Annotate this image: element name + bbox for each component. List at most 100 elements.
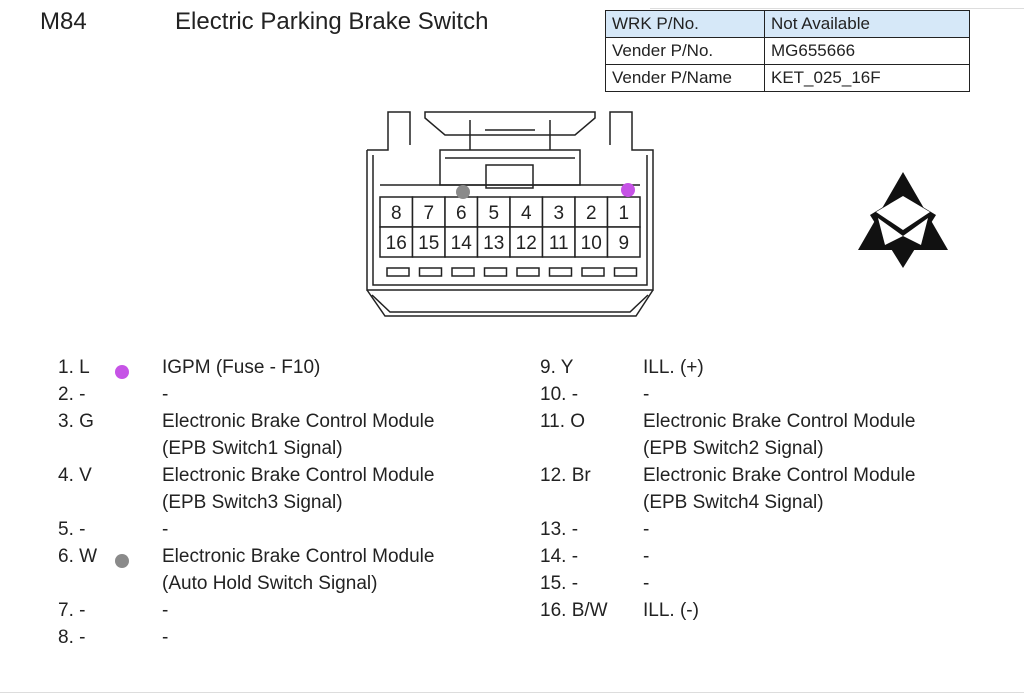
pin-description: (Auto Hold Switch Signal)	[162, 573, 378, 594]
pin-description: -	[162, 384, 169, 405]
terminal-slot	[386, 267, 410, 277]
pin-row: 16. B/W ILL. (-)	[540, 597, 699, 624]
pin-label: 13. -	[540, 519, 579, 540]
pin-label: 3. G	[58, 411, 94, 432]
pin-row: 8. - -	[58, 624, 168, 651]
info-key: Vender P/No.	[605, 37, 765, 65]
pin-label: 2. -	[58, 384, 86, 405]
pin-description: (EPB Switch4 Signal)	[643, 492, 824, 513]
pin-number: 5	[488, 203, 499, 224]
pin-number: 8	[391, 203, 402, 224]
pin-number: 2	[586, 203, 597, 224]
pin-cell	[444, 226, 479, 258]
pin-row: 6. W Electronic Brake Control Module (Auto…	[58, 543, 434, 597]
pin-row: 15. - -	[540, 570, 649, 597]
terminal-slot	[451, 267, 475, 277]
pin-label: 15. -	[540, 573, 579, 594]
pin-number: 9	[618, 233, 629, 254]
pin-description: Electronic Brake Control Module	[162, 546, 435, 567]
pin-row: 9. Y ILL. (+)	[540, 354, 704, 381]
pin-cell	[606, 226, 641, 258]
pin-label: 7. -	[58, 600, 86, 621]
info-value: KET_025_16F	[764, 64, 970, 92]
pin-description: -	[162, 627, 169, 648]
pin-description: -	[162, 519, 169, 540]
pin-description: -	[162, 600, 169, 621]
pin-description: -	[643, 519, 650, 540]
brand-logo	[858, 172, 948, 268]
pin-number: 14	[451, 233, 473, 254]
divider	[0, 692, 1024, 693]
pin-6-marker	[456, 185, 470, 199]
info-value: MG655666	[764, 37, 970, 65]
terminal-slot	[548, 267, 573, 277]
pin-row: 10. - -	[540, 381, 649, 408]
terminal-slot	[613, 267, 638, 277]
pin-number: 11	[549, 233, 569, 254]
pin-label: 9. Y	[540, 357, 574, 378]
pin-row: 11. O Electronic Brake Control Module (EPB…	[540, 408, 915, 462]
wire-color-marker	[115, 365, 129, 379]
pin-label: 12. Br	[540, 465, 591, 486]
pin-description: (EPB Switch2 Signal)	[643, 438, 824, 459]
pin-row: 14. - -	[540, 543, 649, 570]
pin-label: 11. O	[540, 411, 586, 432]
pin-label: 6. W	[58, 546, 98, 567]
pin-row: 1. L IGPM (Fuse - F10)	[58, 354, 320, 381]
pin-row: 7. - -	[58, 597, 168, 624]
info-value: Not Available	[764, 10, 970, 38]
pin-label: 5. -	[58, 519, 86, 540]
pin-label: 1. L	[58, 357, 90, 378]
pin-description: Electronic Brake Control Module	[162, 411, 435, 432]
page-title: Electric Parking Brake Switch	[175, 8, 489, 35]
info-key: Vender P/Name	[605, 64, 765, 92]
pin-number: 16	[386, 233, 407, 254]
pin-number: 12	[516, 233, 537, 254]
pin-label: 14. -	[540, 546, 579, 567]
pin-description: Electronic Brake Control Module	[162, 465, 435, 486]
pin-description: ILL. (-)	[643, 600, 699, 621]
pin-number: 10	[581, 233, 602, 254]
pin-row: 5. - -	[58, 516, 168, 543]
pin-row: 2. - -	[58, 381, 168, 408]
pin-row: 13. - -	[540, 516, 649, 543]
terminal-slot	[516, 267, 540, 277]
pin-description: -	[643, 573, 650, 594]
pin-cell	[476, 226, 511, 258]
pin-row: 4. V Electronic Brake Control Module (EPB …	[58, 462, 434, 516]
pin-description: Electronic Brake Control Module	[643, 411, 916, 432]
terminal-slot	[483, 267, 508, 277]
pin-1-marker	[621, 183, 635, 197]
pin-label: 4. V	[58, 465, 92, 486]
pin-number: 4	[521, 203, 532, 224]
pin-row: 12. Br Electronic Brake Control Module (EP…	[540, 462, 915, 516]
pin-number: 7	[423, 203, 434, 224]
pin-description: ILL. (+)	[643, 357, 704, 378]
pin-number: 13	[483, 233, 504, 254]
pin-description: (EPB Switch3 Signal)	[162, 492, 343, 513]
pin-number: 3	[553, 203, 564, 224]
connector-code: M84	[40, 8, 87, 35]
divider	[650, 8, 1024, 9]
pin-label: 8. -	[58, 627, 86, 648]
pin-label: 10. -	[540, 384, 579, 405]
info-row: WRK P/No.Not Available	[605, 10, 970, 38]
pin-cell	[509, 226, 544, 258]
pin-number: 15	[418, 233, 439, 254]
wire-color-marker	[115, 554, 129, 568]
pin-description: IGPM (Fuse - F10)	[162, 357, 321, 378]
info-row: Vender P/No.MG655666	[605, 37, 970, 65]
pin-row: 3. G Electronic Brake Control Module (EPB …	[58, 408, 434, 462]
pin-cell	[574, 226, 609, 258]
terminal-slot	[581, 267, 605, 277]
pin-description: -	[643, 546, 650, 567]
terminal-slot	[418, 267, 443, 277]
pin-label: 16. B/W	[540, 600, 608, 621]
pin-cell	[476, 196, 511, 228]
pin-description: (EPB Switch1 Signal)	[162, 438, 343, 459]
pin-description: -	[643, 384, 650, 405]
pin-description: Electronic Brake Control Module	[643, 465, 916, 486]
